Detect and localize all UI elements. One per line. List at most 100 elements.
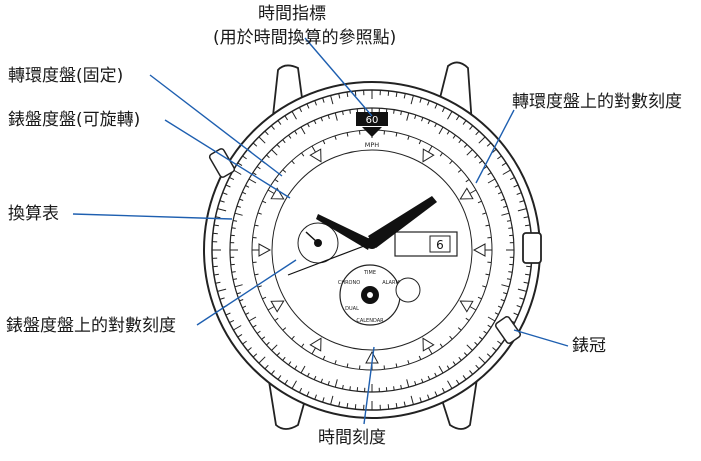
minute-hand: [368, 196, 437, 248]
scale-tick: [327, 381, 330, 386]
scale-tick: [478, 356, 486, 364]
scale-tick: [500, 299, 505, 302]
scale-tick: [284, 379, 289, 385]
scale-tick: [421, 117, 424, 122]
scale-tick: [395, 132, 398, 137]
scale-tick: [400, 384, 402, 390]
leader-lines: [72, 37, 569, 425]
scale-tick: [334, 112, 338, 121]
mode-alarm: ALARM: [382, 280, 400, 286]
leader-rotating-bezel: [149, 74, 283, 177]
scale-tick: [320, 378, 323, 383]
leader-dial-marks: [196, 259, 297, 326]
scale-tick: [487, 172, 492, 176]
scale-tick: [475, 130, 480, 136]
scale-tick: [513, 184, 519, 188]
scale-tick: [213, 224, 219, 227]
label-rotating-bezel-marks: 轉環度盤上的對數刻度: [512, 92, 682, 112]
scale-tick: [500, 198, 505, 201]
scale-tick: [501, 162, 507, 167]
scale-tick: [291, 335, 295, 340]
scale-tick: [508, 227, 513, 229]
scale-tick: [349, 386, 351, 391]
scale-tick: [276, 352, 281, 356]
scale-tick: [469, 370, 474, 375]
watch-hands: [287, 196, 437, 276]
scale-tick: [245, 185, 250, 188]
scale-tick: [474, 341, 478, 346]
scale-tick: [233, 325, 242, 331]
hour-marker: [309, 337, 322, 352]
scale-tick: [266, 154, 270, 159]
scale-tick: [449, 335, 453, 340]
scale-tick: [457, 327, 462, 331]
scale-tick: [414, 114, 417, 119]
scale-tick: [301, 343, 305, 348]
scale-tick: [314, 100, 317, 106]
scale-tick: [277, 120, 282, 125]
mode-time: TIME: [363, 270, 376, 276]
scale-tick: [526, 265, 532, 268]
scale-tick: [483, 330, 488, 334]
scale-tick: [242, 305, 247, 309]
scale-tick: [503, 292, 508, 295]
scale-tick: [439, 152, 443, 157]
scale-tick: [486, 353, 492, 358]
label-dial-scale-marks: 錶盤度盤上的對數刻度: [6, 316, 176, 336]
scale-tick: [282, 169, 287, 173]
mode-dual: DUAL: [345, 306, 359, 312]
scale-tick: [215, 216, 221, 219]
scale-tick: [252, 324, 257, 328]
scale-tick: [330, 95, 334, 105]
scale-tick: [274, 179, 279, 183]
scale-tick: [229, 176, 235, 181]
lower-pusher[interactable]: [494, 316, 522, 345]
scale-tick: [277, 375, 282, 380]
scale-tick: [427, 100, 430, 106]
scale-tick: [462, 120, 467, 125]
scale-tick: [525, 224, 531, 227]
scale-tick: [506, 220, 512, 222]
scale-tick: [465, 179, 470, 183]
scale-tick: [478, 160, 483, 164]
scale-tick: [427, 375, 431, 380]
scale-tick: [458, 139, 462, 144]
scale-tick: [252, 353, 258, 358]
hour-marker: [472, 243, 486, 257]
scale-tick: [506, 278, 512, 280]
scale-tick: [449, 160, 453, 165]
scale-tick: [441, 107, 446, 113]
hour-marker: [422, 337, 435, 352]
scale-tick: [262, 200, 267, 204]
scale-tick: [418, 140, 422, 145]
label-conversion-table: 換算表: [8, 204, 59, 224]
scale-tick: [513, 312, 519, 316]
scale-tick: [282, 327, 287, 331]
scale-tick: [270, 370, 275, 375]
scale-tick: [322, 140, 326, 145]
scale-tick: [503, 205, 508, 208]
scale-tick: [294, 365, 298, 370]
scale-tick: [395, 91, 398, 97]
scale-tick: [458, 356, 462, 361]
scale-tick: [478, 336, 483, 340]
scale-tick: [477, 296, 482, 300]
mph-label: MPH: [365, 141, 380, 149]
scale-tick: [387, 404, 390, 410]
scale-tick: [212, 232, 218, 235]
scale-tick: [282, 139, 286, 144]
label-crown: 錶冠: [572, 336, 606, 356]
scale-tick: [434, 123, 437, 128]
hour-marker: [309, 148, 322, 163]
scale-tick: [516, 192, 522, 195]
scale-tick: [395, 363, 398, 368]
crown[interactable]: [522, 232, 542, 264]
scale-tick: [334, 360, 337, 365]
scale-tick: [294, 130, 298, 135]
scale-tick: [406, 112, 410, 121]
scale-tick: [213, 273, 219, 276]
scale-tick: [314, 394, 317, 400]
scale-tick: [477, 200, 482, 204]
scale-tick: [239, 299, 244, 302]
scale-tick: [497, 155, 502, 160]
